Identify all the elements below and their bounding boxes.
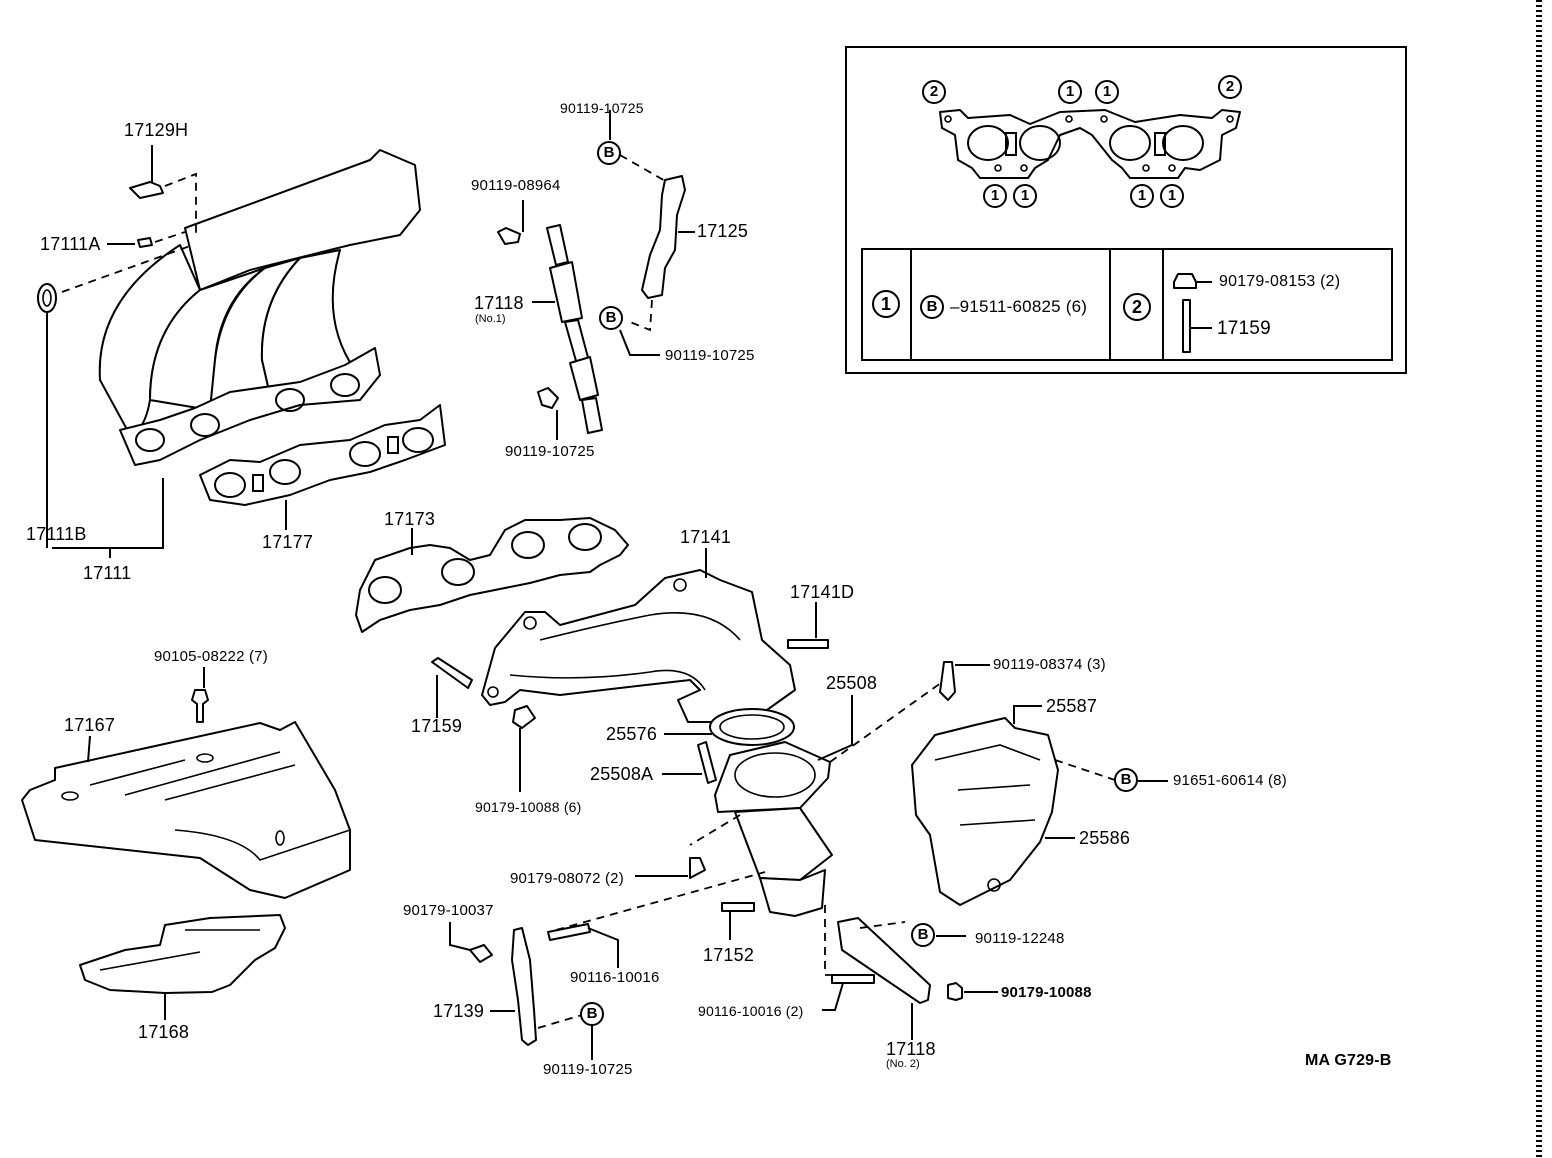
gasket-17173-drawing [355,517,629,633]
part-label[interactable]: 17118 [474,293,524,313]
part-label[interactable]: 25508 [826,673,878,693]
part-label[interactable]: 90119-10725 [560,100,644,116]
ref-circle-1: 1 [1095,80,1119,104]
inset-box [845,46,1407,374]
part-label[interactable]: 17139 [433,1001,485,1021]
bracket-17139-drawing [449,922,619,1060]
part-label[interactable]: 17129H [124,120,189,140]
part-label[interactable]: 90179-10088 (6) [475,799,582,815]
bolt-marker-icon: B [599,306,623,330]
bolt-marker-icon: B [920,295,944,319]
part-label[interactable]: 17111B [26,524,87,544]
part-label[interactable]: 90179-10088 [1001,984,1092,1001]
part-label[interactable]: 90119-08964 [471,177,561,194]
part-label[interactable]: 90116-10016 (2) [698,1003,804,1019]
heat-insulator-17168-drawing [79,914,286,1020]
ref-circle-1: 1 [1013,184,1037,208]
part-label[interactable]: 17167 [64,715,116,735]
part-label[interactable]: 25587 [1046,696,1098,716]
nut-icon [1173,273,1197,289]
exhaust-manifold-drawing [431,548,829,792]
bolt-marker-icon: B [580,1002,604,1026]
gasket-17177-drawing [199,404,446,530]
part-label[interactable]: 90119-10725 [505,443,595,460]
part-sublabel: (No. 2) [886,1058,920,1070]
ref-circle-2: 2 [1218,75,1242,99]
part-label[interactable]: 90179-10037 [403,902,494,919]
stay-17118-no1-drawing [497,200,603,440]
inset-gasket-drawing [939,109,1241,179]
part-label[interactable]: 90105-08222 (7) [154,648,268,665]
stud-icon [1182,299,1191,353]
bolt-marker-icon: B [1114,768,1138,792]
part-label[interactable]: 90119-12248 [975,930,1065,947]
part-label[interactable]: 17159 [411,716,463,736]
legend-part-17159: 17159 [1217,318,1271,339]
heat-insulator-17167-drawing [21,667,351,899]
drawing-id: MA G729-B [1305,1052,1392,1069]
part-label[interactable]: 17118 [886,1039,936,1059]
stay-17118-no2-drawing [721,902,998,1040]
legend-part-90179-08153: 90179-08153 (2) [1219,273,1341,290]
bolt-marker-icon: B [911,923,935,947]
part-label[interactable]: 90119-10725 [665,347,755,364]
part-label[interactable]: 25508A [590,764,654,784]
stay-17125-drawing [609,110,695,356]
part-sublabel: (No.1) [475,313,506,325]
heat-insulator-25586-drawing [911,661,1168,906]
legend-part-91511-60825: –91511-60825 (6) [950,297,1088,316]
bolt-marker-icon: B [597,141,621,165]
ref-circle-1: 1 [1058,80,1082,104]
part-label[interactable]: 91651-60614 (8) [1173,772,1287,789]
part-label[interactable]: 17125 [697,221,749,241]
part-label[interactable]: 17141 [680,527,732,547]
page-perforation-edge [1536,0,1542,1158]
part-label[interactable]: 25576 [606,724,658,744]
part-label[interactable]: 25586 [1079,828,1131,848]
part-label[interactable]: 17173 [384,509,436,529]
part-label[interactable]: 17141D [790,582,855,602]
ref-circle-1: 1 [1160,184,1184,208]
part-label[interactable]: 17111A [40,234,101,254]
part-label[interactable]: 90116-10016 [570,969,660,986]
legend-ref-1: 1 [872,290,900,318]
ref-circle-2: 2 [922,80,946,104]
part-label[interactable]: 90179-08072 (2) [510,870,624,887]
part-label[interactable]: 90119-08374 (3) [993,656,1106,673]
part-label[interactable]: 17177 [262,532,314,552]
catalytic-converter-drawing [555,679,946,976]
legend-ref-2: 2 [1123,293,1151,321]
part-label[interactable]: 90119-10725 [543,1061,633,1078]
intake-manifold-drawing [37,145,421,558]
ref-circle-1: 1 [1130,184,1154,208]
ref-circle-1: 1 [983,184,1007,208]
part-label[interactable]: 17152 [703,945,755,965]
part-label[interactable]: 17168 [138,1022,190,1042]
part-label[interactable]: 17111 [83,563,132,583]
